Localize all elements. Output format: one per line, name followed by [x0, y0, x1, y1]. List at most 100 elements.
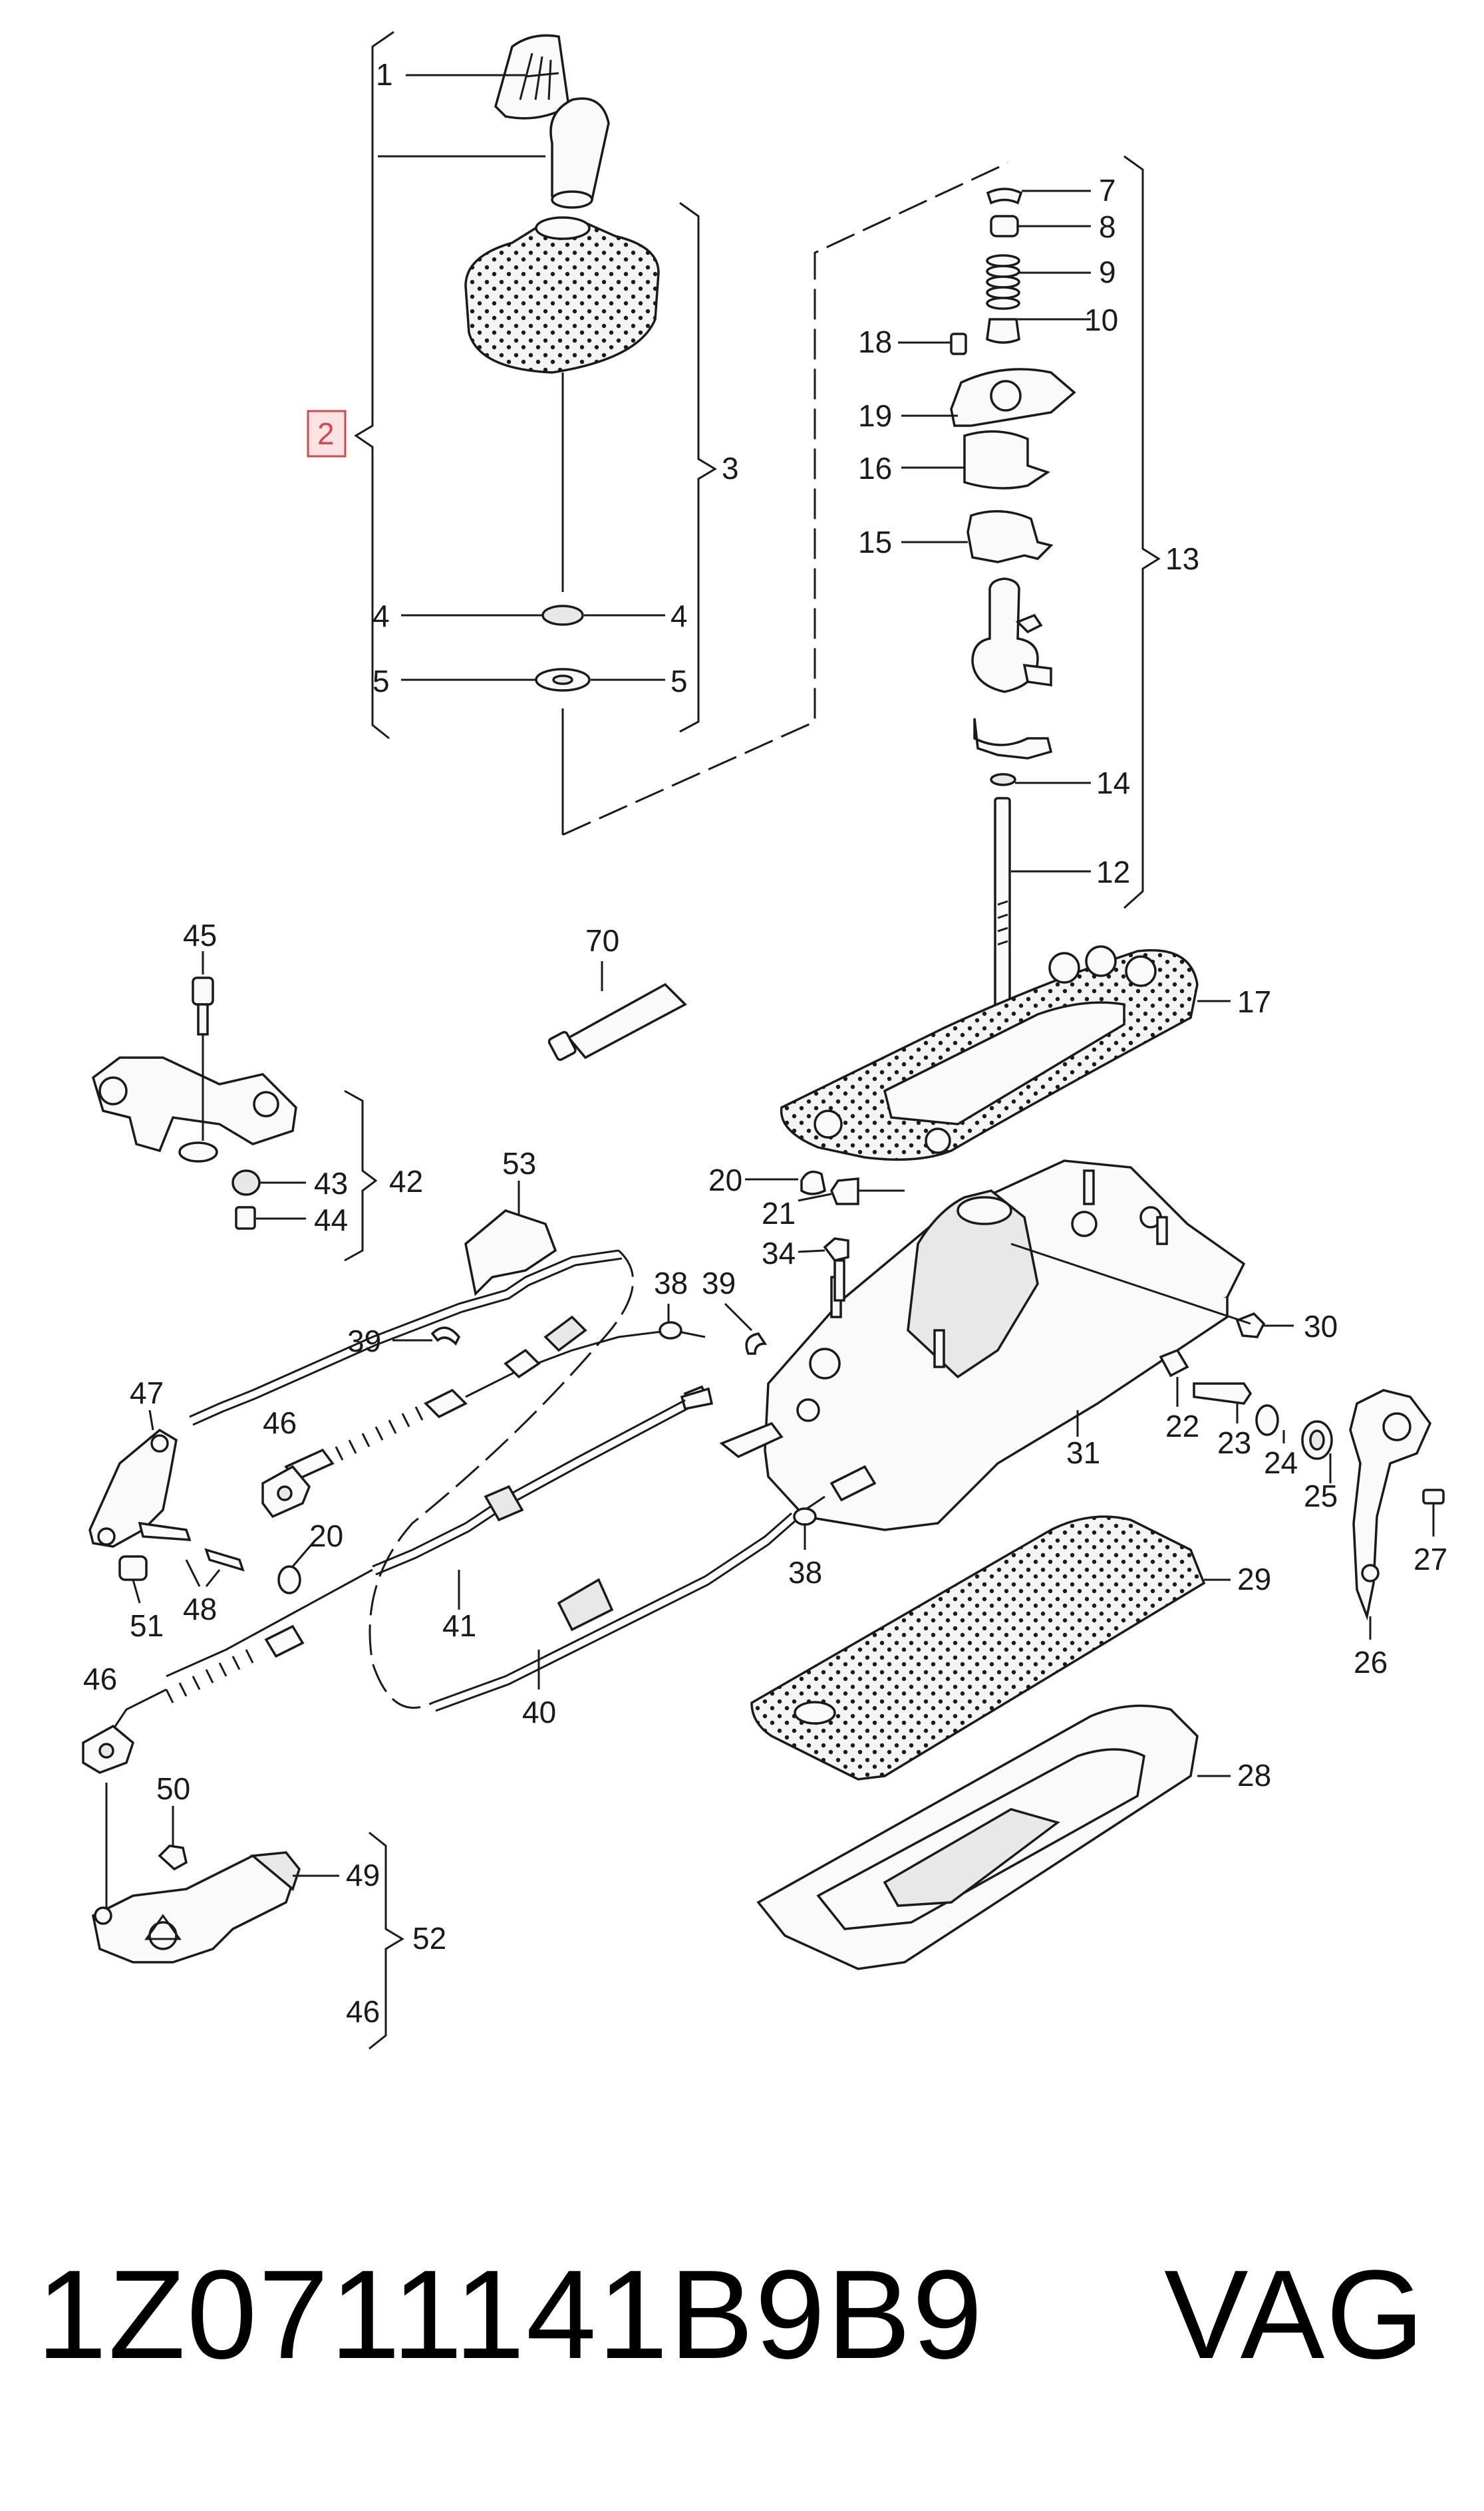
- clip-53: [464, 1209, 557, 1296]
- callout-31: 31: [1066, 1435, 1100, 1470]
- callout-44: 44: [314, 1203, 348, 1237]
- callout-26: 26: [1354, 1645, 1388, 1680]
- callout-52: 52: [412, 1921, 446, 1956]
- clip-20: [800, 1170, 826, 1195]
- clip-20b: [277, 1565, 301, 1594]
- callout-48: 48: [183, 1592, 217, 1626]
- misc-parts: [464, 961, 687, 1296]
- callout-labels: 1 2 3 4 4 5 5 7 8 9 10 18 19 16 15 13 14…: [83, 57, 1447, 2029]
- callout-46b: 46: [83, 1662, 117, 1696]
- callout-53: 53: [502, 1146, 536, 1181]
- spring-46-top: [284, 1388, 468, 1482]
- bush-43: [231, 1169, 261, 1196]
- shift-pattern-cap: [494, 34, 570, 120]
- pad-29: [750, 1515, 1206, 1781]
- shift-boot: [464, 222, 660, 374]
- brand-label: VAG: [1164, 2244, 1425, 2385]
- clip-39-left: [430, 1326, 461, 1346]
- callout-29: 29: [1237, 1562, 1271, 1596]
- callout-45: 45: [183, 918, 217, 953]
- nut-34: [823, 1237, 849, 1262]
- pin-23: [1193, 1382, 1253, 1405]
- clip-7: [986, 188, 1023, 205]
- nut-50: [158, 1845, 188, 1871]
- part-number: 1Z0711141B9B9: [37, 2244, 984, 2385]
- ring-4: [541, 605, 584, 626]
- callout-50: 50: [156, 1771, 190, 1806]
- bush-21: [830, 1177, 859, 1205]
- callout-5b: 5: [670, 664, 688, 698]
- bracket-group-42: [91, 951, 378, 1262]
- callout-39a: 39: [347, 1324, 381, 1358]
- callout-27: 27: [1413, 1542, 1447, 1576]
- callout-23: 23: [1217, 1425, 1251, 1460]
- callout-16: 16: [858, 451, 892, 486]
- locking-ring-16: [963, 430, 1050, 490]
- callout-4a: 4: [372, 599, 390, 633]
- footer: 1Z0711141B9B9 VAG: [37, 2244, 1425, 2385]
- callout-24: 24: [1264, 1445, 1298, 1480]
- callout-12: 12: [1096, 855, 1130, 889]
- callout-49: 49: [346, 1858, 380, 1892]
- callout-38b: 38: [788, 1555, 822, 1590]
- callout-51: 51: [130, 1608, 164, 1643]
- sleeve-44: [235, 1206, 256, 1230]
- callout-9: 9: [1099, 255, 1116, 289]
- callout-39b: 39: [702, 1266, 736, 1300]
- bush-22: [1159, 1348, 1189, 1378]
- callout-13: 13: [1165, 541, 1199, 576]
- callout-17: 17: [1237, 984, 1271, 1019]
- callout-4b: 4: [670, 599, 688, 633]
- callout-20a: 20: [708, 1163, 742, 1197]
- knob-assembly: [354, 31, 717, 835]
- callout-7: 7: [1099, 173, 1116, 208]
- bush-8: [990, 215, 1019, 237]
- callout-21: 21: [762, 1196, 796, 1231]
- clip-39-right: [745, 1332, 768, 1355]
- grease-tube-70: [567, 982, 687, 1060]
- lever-49: [92, 1854, 294, 1964]
- clips-39-38: [392, 1302, 806, 1550]
- ring-14: [990, 773, 1016, 786]
- washer-38-top: [659, 1321, 682, 1340]
- callout-20b: 20: [309, 1519, 343, 1553]
- callout-8: 8: [1099, 210, 1116, 244]
- callout-14: 14: [1096, 766, 1130, 800]
- spring-9: [986, 254, 1020, 310]
- callout-28: 28: [1237, 1758, 1271, 1793]
- callout-40: 40: [522, 1695, 556, 1729]
- pin-48b: [204, 1548, 245, 1572]
- housing-31: [719, 1159, 1246, 1531]
- callout-42: 42: [389, 1164, 423, 1199]
- screw-27: [1422, 1489, 1445, 1505]
- gasket-17: [780, 945, 1231, 1161]
- callout-19: 19: [858, 398, 892, 433]
- callout-1: 1: [376, 57, 393, 92]
- callout-22: 22: [1165, 1409, 1199, 1443]
- callout-2: 2: [317, 416, 335, 451]
- left-linkage: [88, 1409, 314, 1604]
- callout-3: 3: [722, 451, 739, 486]
- floor-pads: [750, 1515, 1231, 1970]
- lever-foot: [973, 718, 1053, 760]
- callout-70: 70: [585, 923, 619, 958]
- lever-26: [1349, 1389, 1432, 1621]
- callout-47: 47: [130, 1376, 164, 1410]
- callout-10: 10: [1084, 303, 1118, 337]
- cage-15: [966, 510, 1054, 563]
- bracket-42: [91, 1056, 297, 1153]
- callout-5a: 5: [372, 664, 390, 698]
- dashed-connector: [562, 162, 1008, 836]
- bush-51: [118, 1555, 148, 1581]
- bolt-45: [192, 976, 214, 1006]
- selector-group-52: [92, 1783, 404, 2050]
- callout-34: 34: [762, 1236, 796, 1270]
- cables: [82, 1249, 825, 1774]
- washer-24: [1255, 1404, 1279, 1436]
- pin-48a: [138, 1521, 192, 1541]
- washer-38-bottom: [793, 1507, 817, 1526]
- nut-30: [1235, 1312, 1266, 1338]
- shift-knob: [549, 97, 610, 206]
- callout-46a: 46: [263, 1405, 297, 1440]
